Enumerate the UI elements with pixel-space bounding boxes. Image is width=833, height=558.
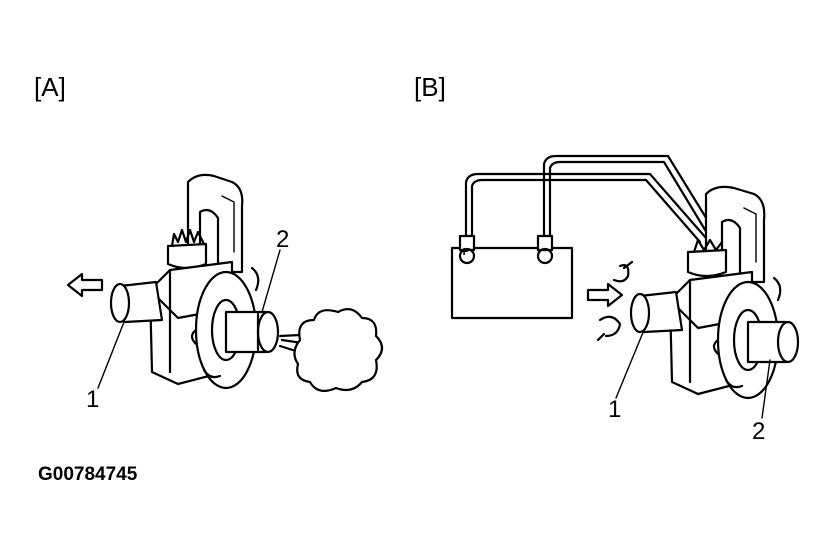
panel-a-label: [A] — [34, 72, 66, 102]
panel-b-callout-2: 2 — [752, 418, 766, 445]
panel-b-label: [B] — [414, 72, 446, 102]
panel-a-valve — [66, 173, 384, 393]
panel-a-callout-1: 1 — [86, 386, 100, 413]
battery-negative-terminal: − — [540, 242, 549, 258]
panel-b-battery — [450, 234, 574, 320]
battery-positive-terminal: + — [460, 243, 469, 259]
panel-b-valve — [586, 185, 800, 419]
panel-a-callout-2: 2 — [276, 226, 290, 253]
figure-id: G00784745 — [38, 464, 138, 485]
panel-b-callout-1: 1 — [608, 396, 622, 423]
panel-b-wires — [464, 154, 718, 244]
